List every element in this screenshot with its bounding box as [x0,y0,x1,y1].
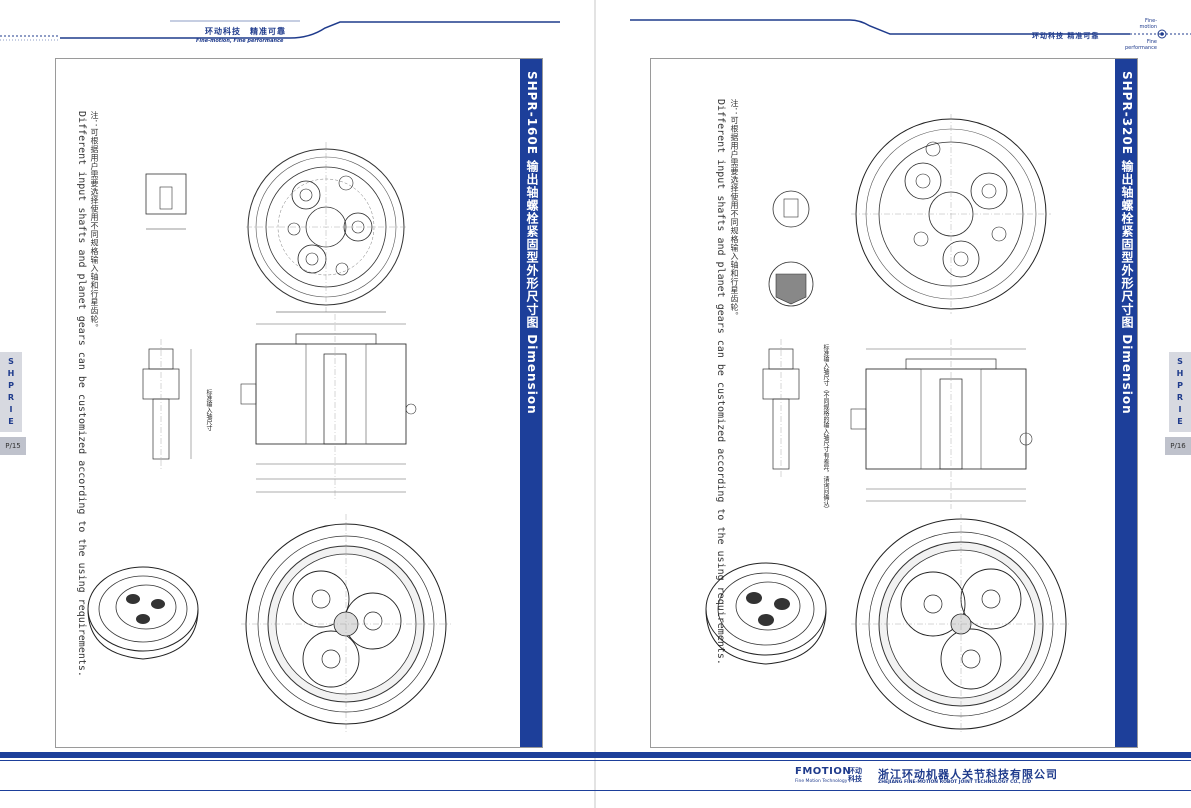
header-slogan-cn-b: 精准可靠 [250,27,286,36]
right-tab-letter: E [1177,417,1183,426]
header-decoration [0,19,1191,41]
left-note-cn: 注：可根据用户需要选择使用不同规格输入轴和行星齿轮。 [90,111,99,332]
right-note-cn: 注：可根据用户需要选择使用不同规格输入轴和行星齿轮。 [730,99,739,320]
footer-brand-en: Fine Motion Technology [795,779,848,784]
right-standard-shaft-drawing [762,339,800,479]
header-slogan-en: Fine-motion, Fine performance [196,38,284,44]
left-series-tab: S H P R I E [0,352,22,432]
right-tab-letter: S [1177,357,1183,366]
header-slogan-cn-right: 环动科技 精准可靠 [1032,32,1100,40]
footer-company-cn: 浙江环动机器人关节科技有限公司 [878,768,1058,781]
right-tab-letter: R [1176,393,1184,402]
footer-brand-cn: 环动 科技 [848,767,862,783]
left-input-shaft-section [145,173,187,230]
left-note-en: Different input shafts and planet gears … [76,111,87,677]
left-tab-letter: I [9,405,13,414]
header-tag-a: Fine- motion [1139,18,1157,30]
left-tab-letter: P [8,381,14,390]
left-standard-shaft-drawing [142,339,192,469]
right-front-view-drawing [851,514,1071,734]
right-input-shaft-section [768,190,814,307]
right-page-title: SHPR-320E 输出轴螺栓紧固型外形尺寸图 Dimension [1120,71,1134,415]
right-section-view-drawing [850,339,1033,509]
right-tab-letter: P [1177,381,1183,390]
book-spine [594,0,596,808]
left-isometric-view [87,566,199,660]
left-section-view-drawing [240,314,417,499]
left-page-title: SHPR-160E 输出轴螺栓紧固型外形尺寸图 Dimension [525,71,539,415]
left-tab-letter: H [7,369,15,378]
header-slogan-cn-a: 环动科技 [205,27,241,36]
right-series-tab: S H P R I E [1169,352,1191,432]
footer-brand-logo: FMOTION [795,766,852,777]
left-title-band: SHPR-160E 输出轴螺栓紧固型外形尺寸图 Dimension [520,59,542,747]
left-tab-letter: S [8,357,14,366]
footer-stripe-thin [0,760,1191,761]
right-standard-shaft-label: 标准输入轴尺寸（不同规格的输入轴尺寸有差异，请询问确认） [822,344,829,512]
left-page-number: P/15 [0,437,26,455]
right-title-band: SHPR-320E 输出轴螺栓紧固型外形尺寸图 Dimension [1115,59,1137,747]
right-note-en: Different input shafts and planet gears … [715,99,726,665]
left-tab-letter: E [8,417,14,426]
left-tab-letter: R [7,393,15,402]
left-standard-shaft-label: 标准输入轴尺寸 [205,389,212,431]
right-tab-letter: H [1176,369,1184,378]
footer-company-en: ZHEJIANG FINE-MOTION ROBOT JOINT TECHNOL… [878,780,1032,785]
right-top-view-drawing [851,114,1051,314]
right-drawing-frame: SHPR-320E 输出轴螺栓紧固型外形尺寸图 Dimension 注：可根据用… [650,58,1138,748]
footer-stripe-top [0,752,1191,758]
left-top-view-drawing [246,142,406,313]
right-tab-letter: I [1178,405,1182,414]
left-drawing-frame: SHPR-160E 输出轴螺栓紧固型外形尺寸图 Dimension 注：可根据用… [55,58,543,748]
right-isometric-view [705,562,827,665]
right-page-number: P/16 [1165,437,1191,455]
left-front-view-drawing [241,514,451,734]
header-tag-b: Fine performance [1124,39,1157,51]
footer-stripe-bottom [0,790,1191,791]
